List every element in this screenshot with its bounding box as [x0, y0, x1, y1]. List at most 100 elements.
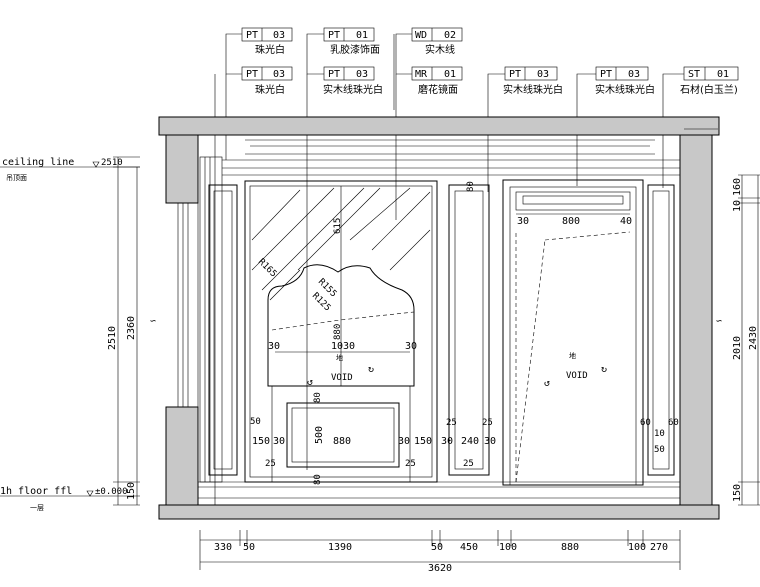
- dim-right-10: 10: [732, 200, 743, 212]
- dim-right-150: 150: [732, 484, 743, 502]
- dim-30-b: 30: [398, 436, 410, 447]
- floor-note-2: 地: [569, 351, 576, 360]
- left-wall-bottom: [165, 406, 199, 506]
- mirror-frame: [244, 180, 438, 483]
- dim-615: 615: [333, 218, 343, 234]
- svg-text:03: 03: [537, 69, 549, 80]
- dim-80-c: 80: [466, 181, 476, 192]
- dim-bottom-1390: 1390: [328, 542, 352, 553]
- dim-bottom-50b: 50: [431, 542, 443, 553]
- tag-pt01: PT 01 乳胶漆饰面: [323, 27, 380, 56]
- dim-r165: R165: [256, 257, 278, 279]
- arrow-cw-2: ↻: [601, 364, 607, 375]
- tag-pt03-c: PT 03 实木线珠光白: [323, 66, 383, 96]
- svg-text:珠光白: 珠光白: [255, 83, 285, 96]
- tag-pt03-a: PT 03 珠光白: [241, 27, 293, 56]
- dim-40: 40: [620, 216, 632, 227]
- svg-text:PT: PT: [328, 30, 340, 41]
- dim-bottom-270: 270: [650, 542, 668, 553]
- floor-note: 地: [336, 353, 343, 362]
- svg-text:乳胶漆饰面: 乳胶漆饰面: [330, 43, 380, 56]
- dim-left-150: 150: [126, 482, 137, 500]
- svg-text:03: 03: [273, 30, 285, 41]
- svg-text:磨花镜面: 磨花镜面: [418, 83, 458, 96]
- bottom-dimension-lines: [199, 530, 681, 570]
- dim-bottom-880: 880: [561, 542, 579, 553]
- dim-25-b: 25: [482, 418, 493, 428]
- dim-30-e: 30: [517, 216, 529, 227]
- svg-text:03: 03: [273, 69, 285, 80]
- tag-mr01: MR 01 磨花镜面: [411, 66, 463, 96]
- svg-text:实木线: 实木线: [425, 43, 455, 56]
- dim-right-2430: 2430: [748, 326, 759, 350]
- svg-text:PT: PT: [246, 69, 258, 80]
- dim-bottom-450: 450: [460, 542, 478, 553]
- svg-text:01: 01: [356, 30, 368, 41]
- dim-30-a: 30: [273, 436, 285, 447]
- svg-text:PT: PT: [328, 69, 340, 80]
- dim-bottom-50a: 50: [243, 542, 255, 553]
- arrow-cw: ↻: [368, 364, 374, 375]
- skirting: [198, 481, 680, 499]
- dim-880-mirror: 880: [333, 324, 343, 340]
- arrow-ccw: ↺: [307, 377, 313, 388]
- svg-text:一层: 一层: [30, 504, 44, 512]
- dim-25-d: 25: [405, 459, 416, 469]
- tag-st01: ST 01 石材(白玉兰): [680, 66, 739, 96]
- middle-panel: [448, 184, 490, 476]
- svg-text:WD: WD: [415, 30, 427, 41]
- dim-50-c: 50: [654, 445, 665, 455]
- dim-bottom-100b: 100: [628, 542, 646, 553]
- dim-left-2510: 2510: [107, 326, 118, 350]
- dim-60-b: 60: [668, 418, 679, 428]
- svg-text:2510: 2510: [101, 158, 123, 168]
- break-mark-right: ∽: [716, 316, 722, 327]
- dim-25-a: 25: [446, 418, 457, 428]
- dim-500: 500: [314, 426, 325, 444]
- svg-text:03: 03: [628, 69, 640, 80]
- svg-text:1h floor ffl: 1h floor ffl: [0, 486, 72, 497]
- dim-80-b: 80: [313, 474, 323, 485]
- door: [502, 179, 644, 486]
- level-ceiling: ceiling line 吊顶面 2510: [0, 157, 140, 182]
- dim-30-right: 30: [405, 341, 417, 352]
- svg-text:PT: PT: [509, 69, 521, 80]
- void-label: VOID: [331, 373, 353, 383]
- dim-right-160: 160: [732, 178, 743, 196]
- svg-text:02: 02: [444, 30, 456, 41]
- dim-left-2360: 2360: [126, 316, 137, 340]
- svg-text:珠光白: 珠光白: [255, 43, 285, 56]
- dim-80-a: 80: [313, 392, 323, 403]
- svg-text:实木线珠光白: 实木线珠光白: [323, 83, 383, 96]
- svg-text:吊顶面: 吊顶面: [6, 174, 27, 182]
- dim-880-b: 880: [333, 436, 351, 447]
- svg-text:01: 01: [717, 69, 729, 80]
- level-floor: 1h floor ffl 一层 ±0.000: [0, 486, 140, 512]
- tag-wd02: WD 02 实木线: [411, 27, 463, 56]
- dim-1030: 1030: [331, 341, 355, 352]
- dim-240: 240: [461, 436, 479, 447]
- svg-text:01: 01: [444, 69, 456, 80]
- left-panel: [208, 184, 238, 476]
- dim-bottom-100a: 100: [499, 542, 517, 553]
- svg-text:实木线珠光白: 实木线珠光白: [503, 83, 563, 96]
- svg-text:ST: ST: [688, 69, 700, 80]
- svg-text:石材(白玉兰): 石材(白玉兰): [680, 83, 738, 96]
- svg-text:±0.000: ±0.000: [95, 487, 128, 497]
- ceiling-slab: [158, 116, 720, 136]
- break-mark-left: ∽: [150, 316, 156, 327]
- dim-150-b: 150: [414, 436, 432, 447]
- dim-25-c: 25: [265, 459, 276, 469]
- dim-30-d: 30: [484, 436, 496, 447]
- dim-bottom-total: 3620: [428, 563, 452, 574]
- floor-slab: [158, 504, 720, 520]
- dim-800: 800: [562, 216, 580, 227]
- dim-30-left: 30: [268, 341, 280, 352]
- dim-25-e: 25: [463, 459, 474, 469]
- dim-60-a: 60: [640, 418, 651, 428]
- dim-30-c: 30: [441, 436, 453, 447]
- tag-pt03-d: PT 03 实木线珠光白: [503, 66, 563, 96]
- dim-10: 10: [654, 429, 665, 439]
- svg-text:PT: PT: [246, 30, 258, 41]
